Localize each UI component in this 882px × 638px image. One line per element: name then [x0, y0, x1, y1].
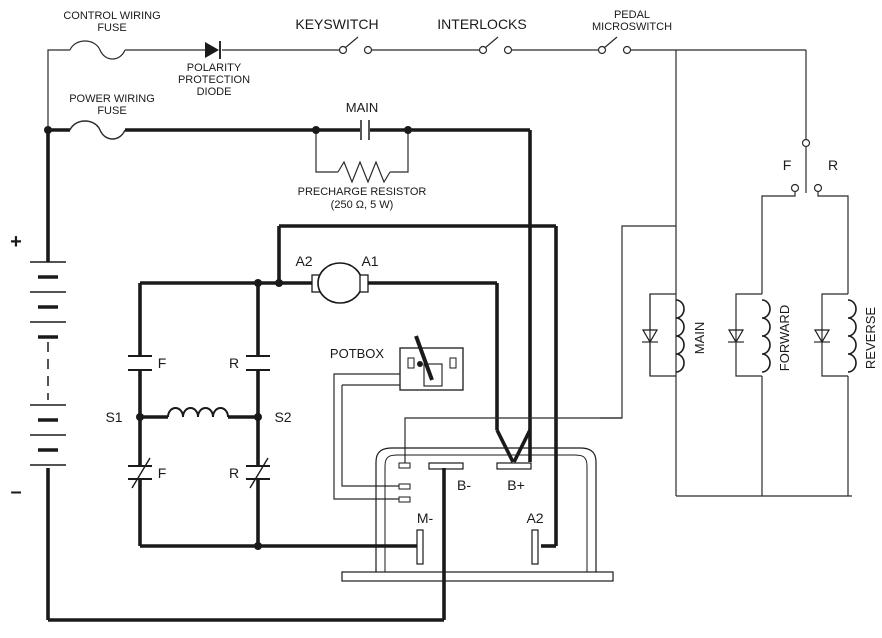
s1-label: S1: [105, 409, 122, 425]
terminal-b-plus-label: B+: [507, 477, 525, 493]
power-line: [44, 120, 532, 462]
contact-r-top: [246, 355, 270, 371]
potbox-wiring: [333, 225, 676, 500]
diode-label-1: POLARITY: [187, 62, 242, 74]
battery: [30, 130, 66, 620]
terminal-b-minus-label: B-: [457, 477, 471, 493]
forward-coil-label: FORWARD: [777, 305, 792, 371]
pedal-microswitch: [597, 36, 632, 55]
main-contactor: [360, 120, 370, 140]
field-bridge: [136, 279, 417, 550]
selector-f-label: F: [783, 157, 792, 173]
main-contactor-label: MAIN: [346, 100, 379, 115]
direction-switch: [761, 138, 849, 294]
interlocks-label: INTERLOCKS: [437, 16, 526, 32]
main-coil-label: MAIN: [692, 322, 707, 355]
contact-f-top: [128, 355, 152, 371]
contact-f-bottom: [128, 457, 152, 489]
reverse-coil: [813, 293, 857, 496]
terminal-a2-label: A2: [526, 510, 543, 526]
keyswitch: [338, 36, 373, 55]
control-fuse-label-2: FUSE: [97, 22, 126, 34]
selector-r-label: R: [828, 157, 838, 173]
battery-minus-label: –: [10, 481, 21, 503]
controller: [341, 447, 614, 582]
motor-a1-label: A1: [361, 253, 378, 269]
potbox-label: POTBOX: [330, 346, 385, 361]
contact-r-bottom: [246, 457, 270, 489]
contact-f-bottom-label: F: [158, 465, 167, 481]
power-fuse-label-1: POWER WIRING: [69, 93, 155, 105]
control-line: [47, 40, 807, 140]
precharge-label-2: (250 Ω, 5 W): [331, 199, 394, 211]
diode-label-2: PROTECTION: [178, 74, 250, 86]
terminal-m-minus-label: M-: [417, 510, 434, 526]
precharge-label-1: PRECHARGE RESISTOR: [298, 186, 427, 198]
main-coil: [641, 293, 685, 377]
s2-label: S2: [274, 409, 291, 425]
contact-f-top-label: F: [158, 355, 167, 371]
interlocks-switch: [478, 36, 513, 55]
coil-bus: [600, 50, 852, 497]
contact-r-top-label: R: [229, 355, 239, 371]
forward-coil: [727, 293, 771, 496]
diode-label-3: DIODE: [197, 86, 232, 98]
battery-plus-label: +: [10, 231, 22, 253]
motor-armature: [277, 224, 558, 548]
polarity-protection-diode: [205, 41, 221, 59]
motor-a2-label: A2: [295, 253, 312, 269]
power-fuse-label-2: FUSE: [97, 105, 126, 117]
potbox: [399, 335, 464, 391]
pedal-label-1: PEDAL: [614, 9, 650, 21]
control-fuse-label-1: CONTROL WIRING: [63, 10, 160, 22]
reverse-coil-label: REVERSE: [863, 307, 878, 369]
pedal-label-2: MICROSWITCH: [592, 21, 672, 33]
contact-r-bottom-label: R: [229, 465, 239, 481]
keyswitch-label: KEYSWITCH: [295, 16, 378, 32]
